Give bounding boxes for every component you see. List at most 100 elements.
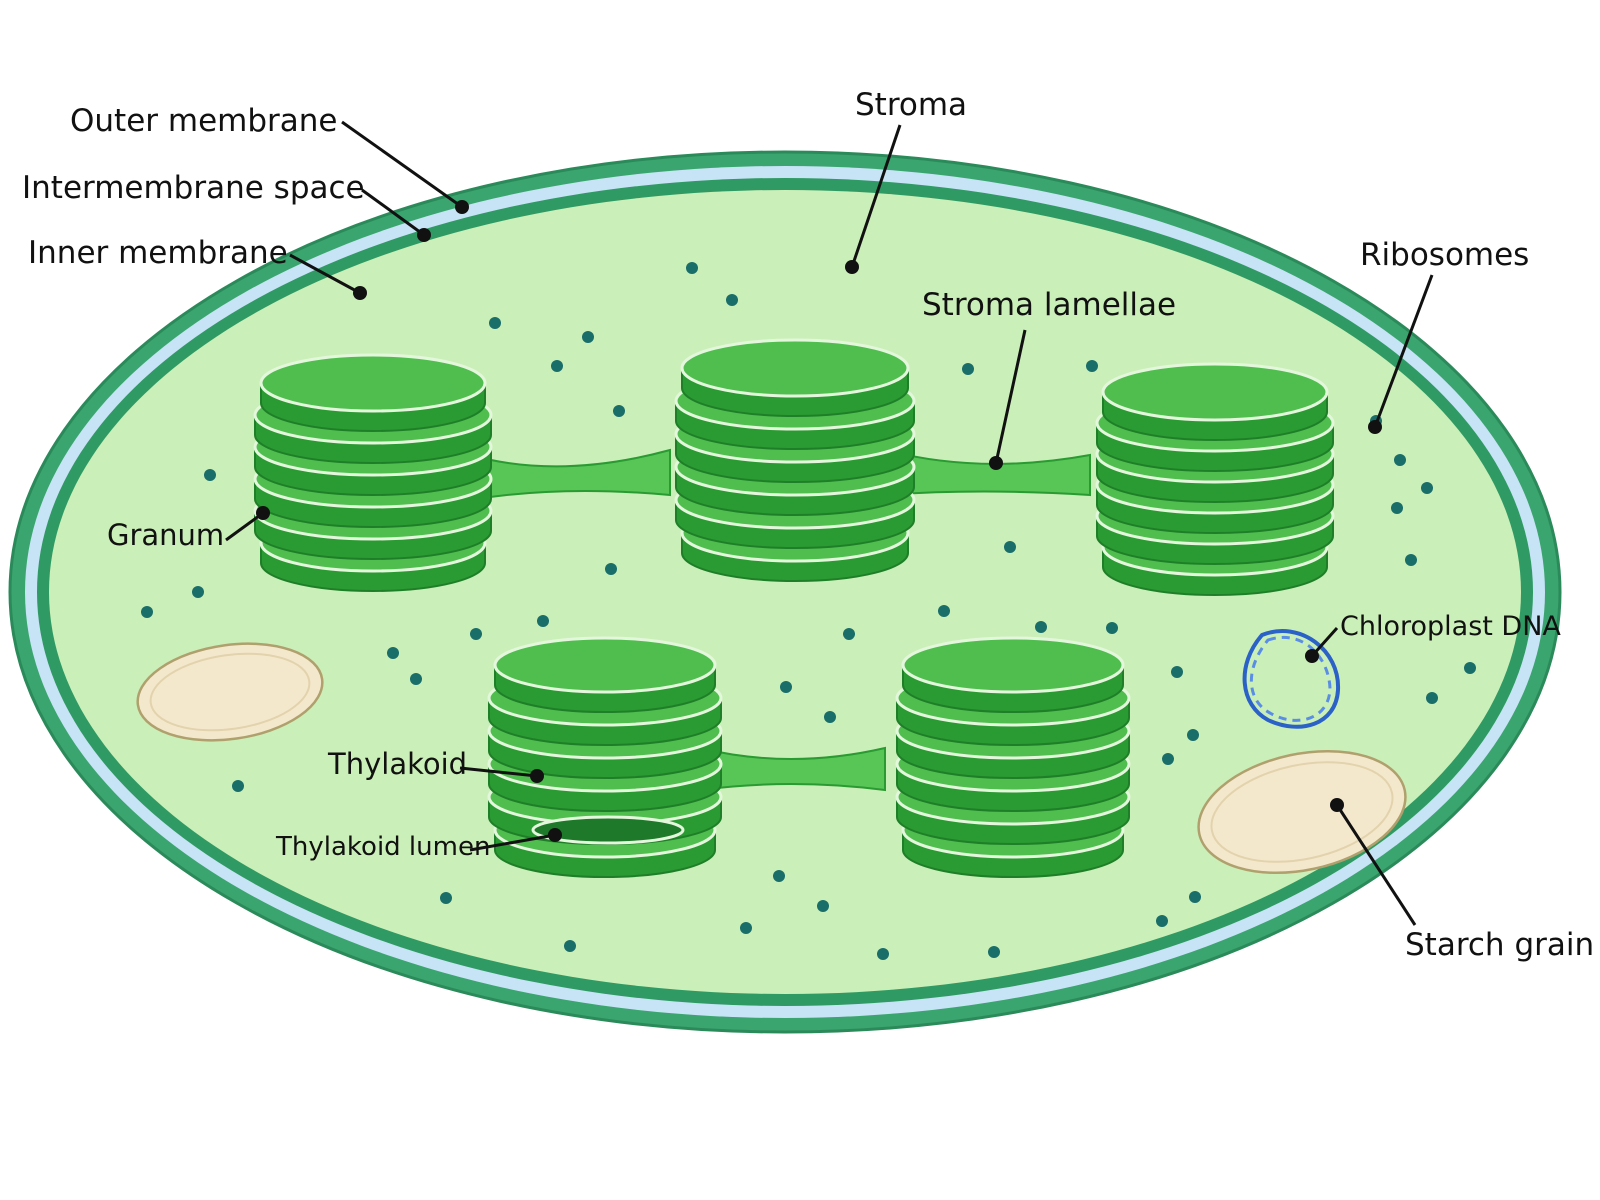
- ribosome-dot: [1426, 692, 1438, 704]
- ribosome-dot: [686, 262, 698, 274]
- ribosome-dot: [1156, 915, 1168, 927]
- ribosome-dot: [1189, 891, 1201, 903]
- leader-end-dot: [353, 286, 367, 300]
- leader-granum: [225, 511, 264, 542]
- grana-group: [253, 338, 1335, 878]
- label-granum: Granum: [107, 518, 224, 552]
- leader-end-dot: [1330, 798, 1344, 812]
- leader-starch-grain: [1335, 804, 1417, 926]
- leader-end-dot: [845, 260, 859, 274]
- leader-end-dot: [417, 228, 431, 242]
- leader-end-dot: [548, 828, 562, 842]
- thylakoid-disc: [1101, 362, 1329, 441]
- ribosome-dot: [726, 294, 738, 306]
- ribosome-dot: [1106, 622, 1118, 634]
- ribosome-dot: [1035, 621, 1047, 633]
- ribosome-dot: [1162, 753, 1174, 765]
- label-ribosomes: Ribosomes: [1360, 237, 1529, 273]
- label-intermembrane-space: Intermembrane space: [22, 170, 365, 206]
- ribosome-dot: [843, 628, 855, 640]
- stroma-lamella: [884, 448, 1091, 497]
- ribosome-dot: [1171, 666, 1183, 678]
- chloroplast-body: [8, 150, 1562, 1034]
- ribosome-dot: [1405, 554, 1417, 566]
- label-outer-membrane: Outer membrane: [70, 103, 337, 139]
- starch-grain: [1197, 749, 1407, 875]
- leader-lines: [225, 120, 1434, 926]
- ribosome-dot: [877, 948, 889, 960]
- leader-outer-membrane: [341, 120, 463, 209]
- granum: [1095, 362, 1335, 596]
- ribosome-dot: [551, 360, 563, 372]
- stroma-lamella: [699, 746, 886, 792]
- leader-end-dot: [989, 456, 1003, 470]
- leader-thylakoid: [459, 766, 538, 778]
- ribosome-dot: [204, 469, 216, 481]
- ribosome-dot: [605, 563, 617, 575]
- stroma-lamella: [469, 448, 671, 502]
- ribosome-dot: [613, 405, 625, 417]
- ribosome-dot: [192, 586, 204, 598]
- thylakoid-disc: [493, 636, 717, 713]
- ribosome-dot: [410, 673, 422, 685]
- leader-end-dot: [1305, 649, 1319, 663]
- ribosome-dot: [564, 940, 576, 952]
- leader-end-dot: [256, 506, 270, 520]
- leader-inner-membrane: [289, 253, 361, 295]
- leader-end-dot: [1368, 420, 1382, 434]
- ribosome-dot: [1464, 662, 1476, 674]
- ribosome-dot: [780, 681, 792, 693]
- ribosome-dot: [537, 615, 549, 627]
- ribosome-dot: [1421, 482, 1433, 494]
- thylakoid-disc: [259, 353, 487, 432]
- labels: Outer membrane Intermembrane space Inner…: [22, 87, 1594, 963]
- granum: [487, 636, 723, 878]
- label-thylakoid: Thylakoid: [327, 747, 467, 781]
- ribosome-dot: [740, 922, 752, 934]
- label-thylakoid-lumen: Thylakoid lumen: [275, 832, 490, 862]
- leader-ribosomes: [1373, 274, 1434, 428]
- ribosome-dot: [1004, 541, 1016, 553]
- thylakoid-lumen: [531, 815, 685, 845]
- label-starch-grain: Starch grain: [1405, 927, 1594, 963]
- stroma-lamellae-group: [469, 448, 1091, 792]
- ribosome-dot: [938, 605, 950, 617]
- thylakoid-disc: [901, 636, 1125, 713]
- ribosome-dot: [387, 647, 399, 659]
- ribosomes-group: [141, 262, 1476, 960]
- label-stroma: Stroma: [855, 87, 967, 123]
- ribosome-dot: [232, 780, 244, 792]
- dna-strand: [1242, 629, 1341, 729]
- ribosome-dot: [582, 331, 594, 343]
- granum: [674, 338, 916, 582]
- label-chloroplast-dna: Chloroplast DNA: [1340, 611, 1561, 642]
- ribosome-dot: [962, 363, 974, 375]
- ribosome-dot: [1086, 360, 1098, 372]
- ribosome-dot: [1394, 454, 1406, 466]
- leader-end-dot: [530, 769, 544, 783]
- ribosome-dot: [773, 870, 785, 882]
- ribosome-dot: [988, 946, 1000, 958]
- leader-intermembrane-space: [361, 188, 425, 237]
- starch-grains: [136, 642, 1407, 875]
- ribosome-dot: [470, 628, 482, 640]
- label-inner-membrane: Inner membrane: [28, 235, 288, 271]
- leader-stroma: [850, 124, 902, 268]
- stroma-region: [49, 190, 1521, 994]
- leader-thylakoid-lumen: [469, 833, 556, 852]
- ribosome-dot: [817, 900, 829, 912]
- ribosome-dot: [1187, 729, 1199, 741]
- ribosome-dot: [489, 317, 501, 329]
- ribosome-dot: [1391, 502, 1403, 514]
- chloroplast-dna: [1242, 629, 1341, 729]
- ribosome-dot: [824, 711, 836, 723]
- ribosome-dot: [440, 892, 452, 904]
- label-stroma-lamellae: Stroma lamellae: [922, 287, 1176, 323]
- dna-strand: [1249, 636, 1332, 722]
- thylakoid-disc: [680, 338, 910, 417]
- ribosome-dot: [141, 606, 153, 618]
- granum: [253, 353, 493, 592]
- leader-stroma-lamellae: [994, 329, 1027, 464]
